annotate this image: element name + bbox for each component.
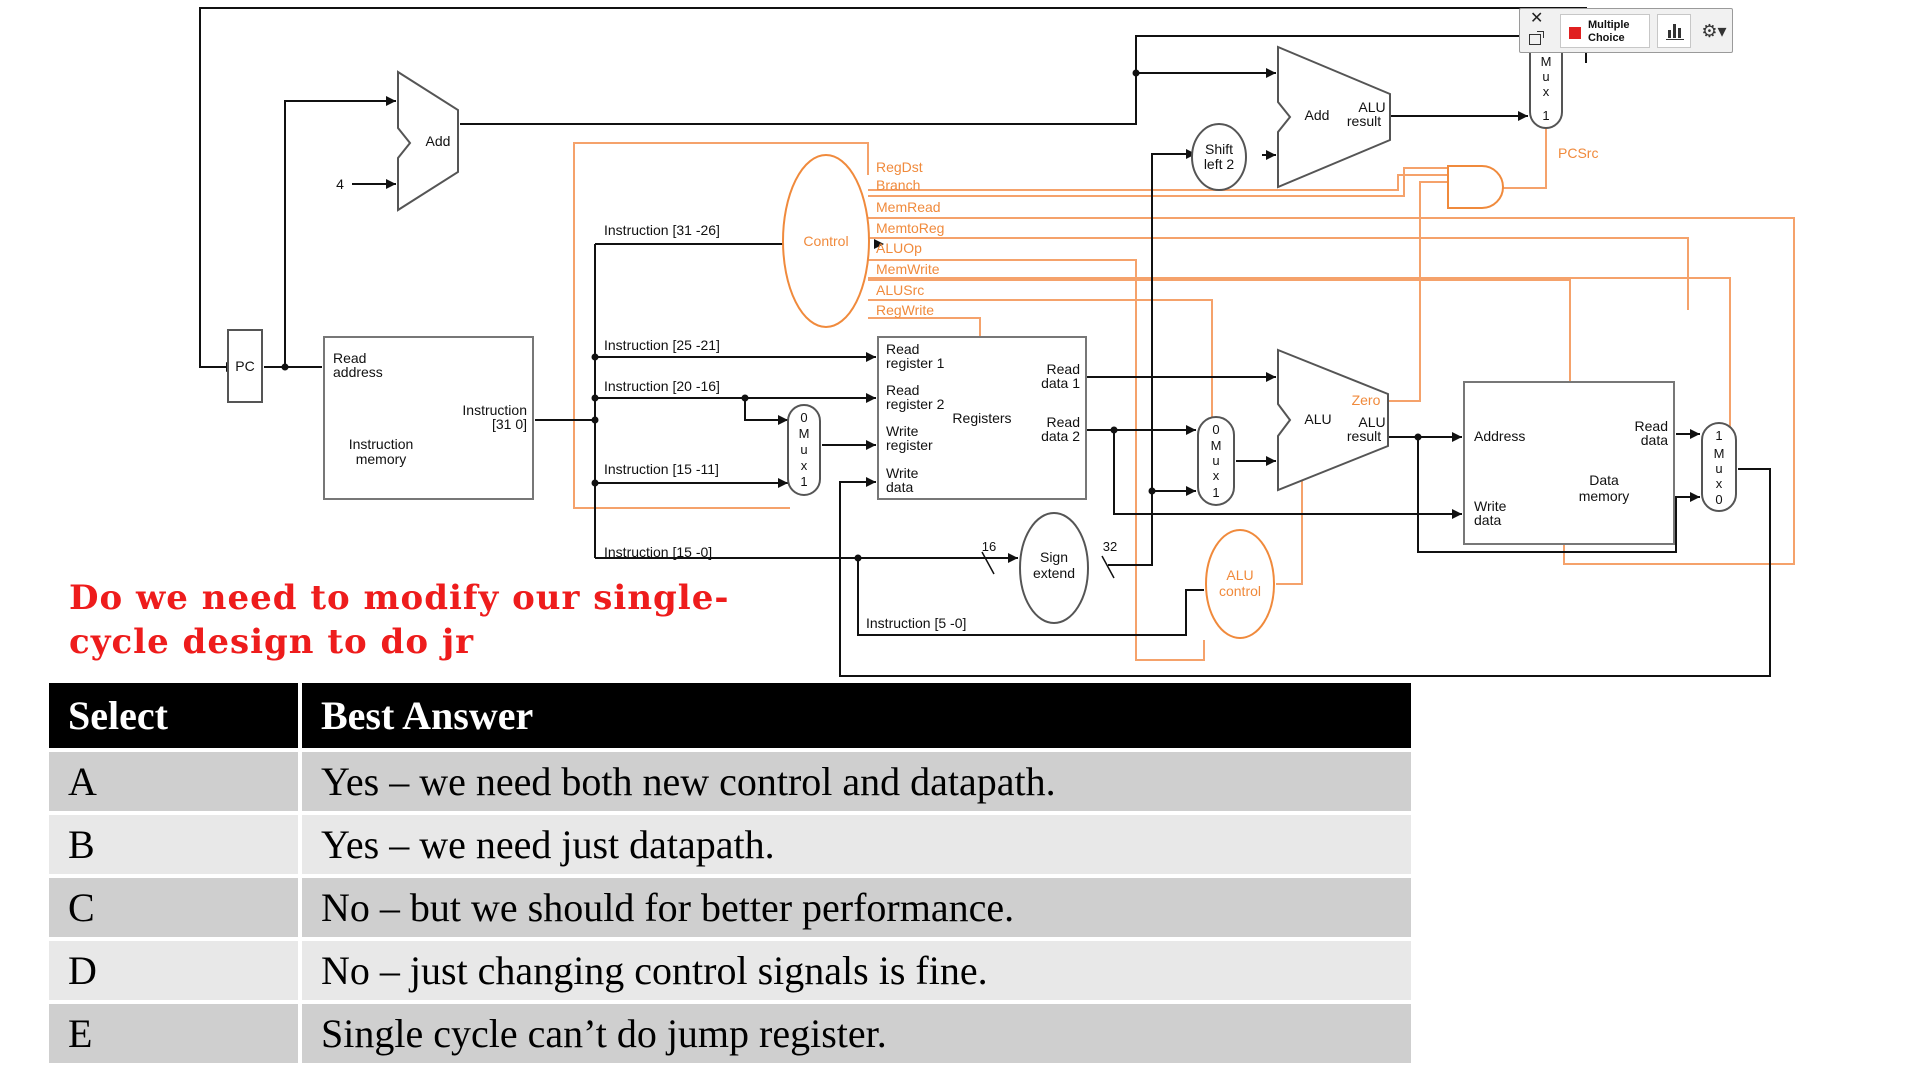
answer-select: A bbox=[49, 748, 302, 811]
answer-row[interactable]: B Yes – we need just datapath. bbox=[49, 811, 1411, 874]
four-constant: 4 bbox=[336, 176, 344, 192]
mux-reg-dst bbox=[787, 404, 821, 496]
regs-name-label: Registers bbox=[952, 410, 1011, 426]
shift-left-2 bbox=[1191, 123, 1247, 191]
multiple-choice-button[interactable]: Multiple Choice bbox=[1560, 14, 1650, 48]
mux-alu-src bbox=[1197, 416, 1235, 506]
bits-32-label: 32 bbox=[1103, 539, 1117, 554]
results-chart-button[interactable] bbox=[1657, 14, 1691, 48]
question-text: Do we need to modify our single-cycle de… bbox=[69, 578, 730, 662]
sign-extend bbox=[1019, 512, 1089, 624]
junction-dots bbox=[281, 69, 1422, 562]
branch-adder-label: Add bbox=[1305, 107, 1330, 123]
instr-field-5-0: Instruction [5 -0] bbox=[866, 615, 966, 631]
poll-toolbar: ✕ Multiple Choice ⚙▾ bbox=[1519, 8, 1733, 53]
answer-text: No – just changing control signals is fi… bbox=[302, 937, 1411, 1000]
instr-field-15-11: Instruction [15 -11] bbox=[604, 461, 719, 477]
stop-icon bbox=[1569, 27, 1581, 39]
control-wires bbox=[573, 100, 1795, 661]
control-signal-labels: RegDst Branch MemRead MemtoReg ALUOp Mem… bbox=[876, 159, 944, 318]
answer-select: C bbox=[49, 874, 302, 937]
answer-text: No – but we should for better performanc… bbox=[302, 874, 1411, 937]
signal-regwrite: RegWrite bbox=[876, 302, 934, 318]
answer-row[interactable]: C No – but we should for better performa… bbox=[49, 874, 1411, 937]
register-file bbox=[877, 336, 1087, 500]
alu-zero-label: Zero bbox=[1352, 392, 1381, 408]
answer-text: Single cycle can’t do jump register. bbox=[302, 1000, 1411, 1063]
control-label: Control bbox=[803, 233, 848, 249]
header-select: Select bbox=[49, 683, 302, 748]
close-icon[interactable]: ✕ bbox=[1530, 10, 1544, 27]
instr-field-15-0: Instruction [15 -0] bbox=[604, 544, 712, 560]
answer-select: B bbox=[49, 811, 302, 874]
signal-memread: MemRead bbox=[876, 199, 941, 215]
instr-field-20-16: Instruction [20 -16] bbox=[604, 378, 720, 394]
instr-field-31-26: Instruction [31 -26] bbox=[604, 222, 720, 238]
table-header-row: Select Best Answer bbox=[49, 683, 1411, 748]
signal-alusrc: ALUSrc bbox=[876, 282, 924, 298]
alu-control bbox=[1205, 529, 1275, 639]
mux-mem-to-reg bbox=[1701, 422, 1737, 512]
instr-field-25-21: Instruction [25 -21] bbox=[604, 337, 720, 353]
pc-adder-label: Add bbox=[426, 133, 451, 149]
branch-and-gate bbox=[1447, 165, 1504, 209]
instruction-memory bbox=[323, 336, 534, 500]
alu-label: ALU bbox=[1304, 411, 1331, 427]
branch-adder bbox=[1277, 45, 1391, 189]
signal-memtoreg: MemtoReg bbox=[876, 220, 944, 236]
multiple-choice-label: Multiple Choice bbox=[1588, 19, 1630, 44]
answer-select: D bbox=[49, 937, 302, 1000]
control-unit bbox=[782, 154, 870, 328]
pc-adder bbox=[397, 70, 459, 212]
answer-table: Select Best Answer A Yes – we need both … bbox=[49, 683, 1411, 1063]
signal-memwrite: MemWrite bbox=[876, 261, 940, 277]
signal-regdst: RegDst bbox=[876, 159, 923, 175]
pc-label: PC bbox=[235, 358, 254, 374]
alu bbox=[1277, 348, 1389, 492]
popout-icon[interactable] bbox=[1529, 31, 1544, 45]
imem-instruction-label: Instruction[31 0] bbox=[462, 402, 527, 432]
data-memory bbox=[1463, 381, 1675, 545]
answer-select: E bbox=[49, 1000, 302, 1063]
answer-row[interactable]: D No – just changing control signals is … bbox=[49, 937, 1411, 1000]
pcsrc-label: PCSrc bbox=[1558, 145, 1598, 161]
answer-text: Yes – we need both new control and datap… bbox=[302, 748, 1411, 811]
gear-icon[interactable]: ⚙▾ bbox=[1701, 21, 1727, 41]
bits-16-label: 16 bbox=[982, 539, 996, 554]
pc-register bbox=[227, 329, 263, 403]
signal-aluop: ALUOp bbox=[876, 240, 922, 256]
signal-branch: Branch bbox=[876, 177, 920, 193]
answer-text: Yes – we need just datapath. bbox=[302, 811, 1411, 874]
header-best-answer: Best Answer bbox=[302, 683, 1411, 748]
answer-row[interactable]: A Yes – we need both new control and dat… bbox=[49, 748, 1411, 811]
answer-row[interactable]: E Single cycle can’t do jump register. bbox=[49, 1000, 1411, 1063]
dmem-address-label: Address bbox=[1474, 428, 1525, 444]
